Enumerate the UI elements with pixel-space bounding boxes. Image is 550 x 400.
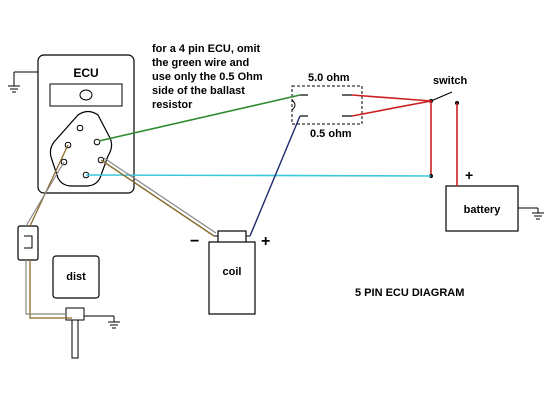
- note-line-1: for a 4 pin ECU, omit: [152, 43, 261, 55]
- brown-wire-dist: [29, 144, 72, 319]
- note-line-4: side of the ballast: [152, 85, 245, 97]
- ground-symbol: [84, 315, 120, 329]
- cyan-wire: [85, 174, 432, 177]
- brown-wire-coil: [100, 159, 215, 237]
- red-wire-top: [351, 94, 432, 102]
- coil-plus: +: [261, 233, 270, 250]
- gray-wire-coil: [103, 157, 217, 234]
- dist-connector-plug: [17, 225, 39, 261]
- switch-label: switch: [433, 75, 468, 87]
- resistor-bottom-label: 0.5 ohm: [310, 128, 352, 140]
- note-line-3: use only the 0.5 Ohm: [152, 71, 263, 83]
- ecu-pin-3: [93, 138, 101, 146]
- resistor-body: [291, 85, 363, 125]
- dist-shaft: [71, 319, 79, 359]
- ecu-window-hole: [79, 89, 93, 101]
- gray-wire-dist: [25, 161, 66, 315]
- dist-label: dist: [66, 271, 86, 283]
- switch-lever: [430, 91, 453, 102]
- battery-label: battery: [464, 204, 502, 216]
- resistor-notch: [291, 99, 296, 111]
- diagram-title: 5 PIN ECU DIAGRAM: [355, 287, 464, 299]
- resistor-top-label: 5.0 ohm: [308, 72, 350, 84]
- green-wire: [98, 94, 301, 142]
- ecu-pin-1: [76, 124, 84, 132]
- coil-minus: −: [190, 233, 199, 250]
- navy-wire: [249, 115, 301, 237]
- coil-body: [208, 241, 256, 315]
- battery-plus: +: [465, 167, 473, 183]
- note-line-5: resistor: [152, 99, 193, 111]
- coil: coil − +: [190, 230, 270, 315]
- coil-cap: [217, 230, 247, 244]
- note-text: for a 4 pin ECU, omit the green wire and…: [152, 43, 263, 111]
- ground-symbol: [518, 207, 544, 220]
- ballast-resistor: 5.0 ohm 0.5 ohm: [291, 72, 363, 140]
- coil-label: coil: [223, 266, 242, 278]
- switch: switch: [429, 75, 468, 105]
- battery-box: [445, 185, 519, 232]
- battery: battery +: [445, 167, 519, 232]
- red-wire-bottom: [351, 100, 432, 176]
- dist-box: [52, 255, 100, 299]
- ecu-label: ECU: [73, 66, 98, 80]
- ground-symbol: [8, 71, 38, 93]
- distributor: dist: [52, 255, 100, 359]
- ecu-connector: [49, 110, 113, 187]
- note-line-2: the green wire and: [152, 57, 249, 69]
